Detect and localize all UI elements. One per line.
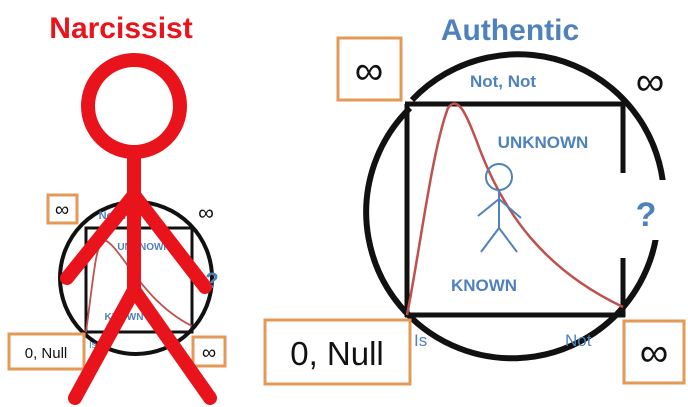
authentic-title: Authentic — [441, 14, 579, 47]
not-not-label: Not, Not — [470, 72, 536, 91]
question-mark: ? — [636, 196, 657, 234]
known-label: KNOWN — [451, 276, 517, 295]
small-infinity-right: ∞ — [198, 200, 214, 225]
small-infinity-box-bottom — [191, 335, 227, 368]
blue-figure-left-leg — [480, 227, 500, 253]
infinity-box-top-left — [336, 36, 403, 102]
small-zero-null-label: 0, Null — [25, 345, 68, 362]
is-label: Is — [414, 331, 427, 350]
small-infinity-top: ∞ — [55, 199, 69, 221]
stick-figure-left-arm — [60, 188, 141, 285]
blue-stick-figure — [477, 163, 522, 253]
infinity-top-left: ∞ — [355, 49, 384, 93]
authentic-diagram: Not, Not UNKNOWN KNOWN ? Is Not ∞ ∞ 0, N… — [263, 36, 686, 386]
small-is-label: Is — [89, 340, 97, 351]
small-zero-null-box — [7, 332, 86, 371]
big-circle-right-gap — [640, 180, 670, 240]
small-infinity-box-top — [46, 193, 79, 225]
big-circle — [363, 105, 661, 362]
narcissist-title: Narcissist — [49, 12, 192, 45]
big-circle-upper-right — [409, 51, 668, 206]
blue-figure-right-arm — [498, 198, 522, 219]
stick-figure-left-leg — [68, 283, 141, 405]
blue-figure-head — [485, 163, 513, 191]
distribution-curve — [405, 102, 624, 316]
zero-null-box — [263, 318, 412, 386]
stick-figure-right-arm — [127, 188, 212, 294]
zero-null-label: 0, Null — [290, 335, 384, 372]
infinity-box-bottom-right — [622, 319, 686, 385]
blue-figure-right-leg — [498, 227, 518, 253]
stick-figure-right-leg — [127, 283, 217, 405]
infinity-top-right: ∞ — [636, 60, 665, 104]
infinity-bottom-right: ∞ — [640, 331, 669, 375]
small-infinity-bottom: ∞ — [202, 342, 216, 364]
stick-figure-head — [81, 53, 187, 159]
unknown-label: UNKNOWN — [498, 133, 589, 152]
blue-figure-left-arm — [477, 198, 500, 217]
not-label: Not — [565, 331, 592, 350]
small-unknown-label: UNKNOWN — [117, 242, 170, 253]
narcissist-stick-figure — [60, 53, 217, 405]
